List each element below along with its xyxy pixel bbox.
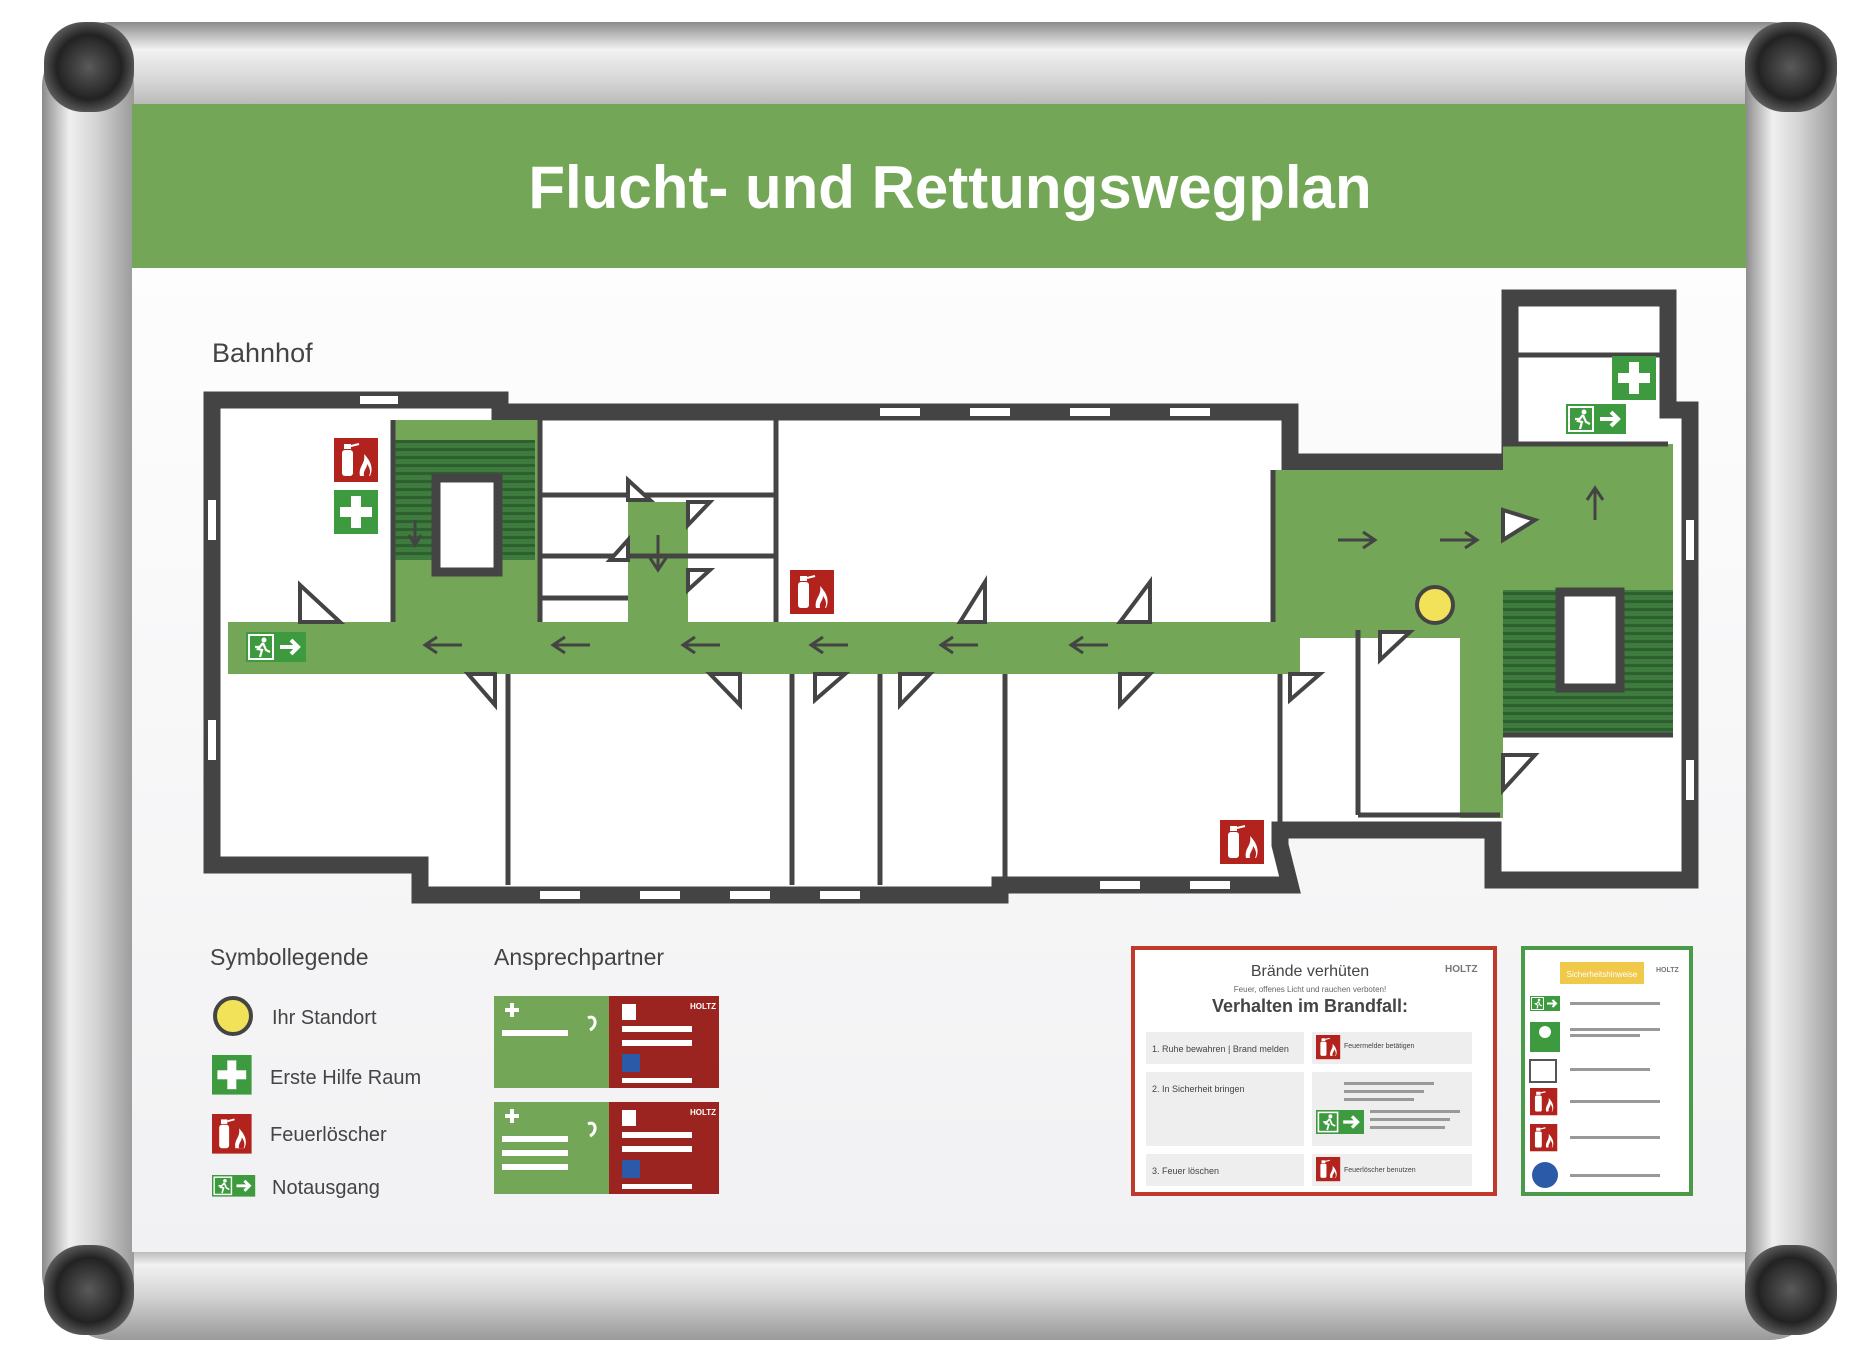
fire-step-note: Feuermelder betätigen: [1344, 1043, 1415, 1050]
fire-step-label: 3. Feuer löschen: [1152, 1166, 1219, 1176]
route-arrows: [407, 485, 1605, 655]
stairwell-shaft: [1555, 587, 1625, 693]
emergency-exit-icon: [210, 1173, 257, 1199]
fire-extinguisher-icon: [1219, 819, 1265, 865]
legend-item-label: Feuerlöscher: [270, 1124, 387, 1146]
first-aid-icon: [212, 1055, 252, 1095]
emergency-exit-icon: [1564, 402, 1628, 436]
frame-corner: [44, 22, 134, 112]
contacts-section: Ansprechpartner HOLTZ HOLTZ: [494, 944, 719, 1194]
fire-safety-notice: Brände verhüten HOLTZ Feuer, offenes Lic…: [1131, 946, 1497, 1196]
first-aid-icon: [334, 490, 378, 534]
fire-notice-subtitle: Feuer, offenes Licht und rauchen verbote…: [1234, 985, 1386, 994]
contact-brand: HOLTZ: [690, 1108, 716, 1117]
legend-item-label: Erste Hilfe Raum: [270, 1067, 421, 1089]
contact-brand: HOLTZ: [690, 1002, 716, 1011]
window-marks: [208, 396, 1694, 899]
fire-notice-title: Brände verhüten: [1251, 963, 1369, 980]
safety-notice-title: Sicherheitshinweise: [1567, 970, 1638, 979]
door-swings: [298, 475, 1540, 796]
fire-extinguisher-icon: [789, 569, 835, 615]
safety-notice: Sicherheitshinweise HOLTZ: [1521, 946, 1693, 1196]
title-banner: [132, 104, 1746, 268]
sign-title: Flucht- und Rettungswegplan: [528, 154, 1371, 221]
building-label: Bahnhof: [212, 338, 313, 368]
contact-card: HOLTZ: [494, 996, 719, 1088]
contact-card: HOLTZ: [494, 1102, 719, 1194]
emergency-exit-icon: [244, 630, 308, 664]
floor-plan: [203, 289, 1699, 904]
frame-corner: [44, 1245, 134, 1335]
frame-corner: [1745, 22, 1837, 112]
frame-corner: [1745, 1245, 1837, 1335]
legend-item-label: Notausgang: [272, 1177, 380, 1199]
legend-heading: Symbollegende: [210, 944, 369, 970]
contacts-heading: Ansprechpartner: [494, 944, 664, 970]
fire-extinguisher-icon: [333, 437, 379, 483]
symbol-legend: Symbollegende Ihr Standort Erste Hilfe R…: [210, 944, 421, 1199]
location-dot-icon: [1415, 585, 1455, 625]
outer-wall: [203, 289, 1699, 904]
fire-notice-heading: Verhalten im Brandfall:: [1212, 996, 1408, 1016]
location-dot-icon: [213, 996, 253, 1036]
safety-notice-brand: HOLTZ: [1656, 967, 1680, 974]
fire-step-note: Feuerlöscher benutzen: [1344, 1167, 1416, 1174]
fire-step-label: 1. Ruhe bewahren | Brand melden: [1152, 1044, 1289, 1054]
stairwell-shaft: [431, 473, 503, 577]
interior-walls: [390, 352, 1673, 885]
fire-notice-brand: HOLTZ: [1445, 964, 1478, 975]
fire-step-label: 2. In Sicherheit bringen: [1152, 1084, 1245, 1094]
first-aid-icon: [1612, 356, 1656, 400]
fire-extinguisher-icon: [211, 1113, 253, 1155]
legend-item-label: Ihr Standort: [272, 1007, 377, 1029]
